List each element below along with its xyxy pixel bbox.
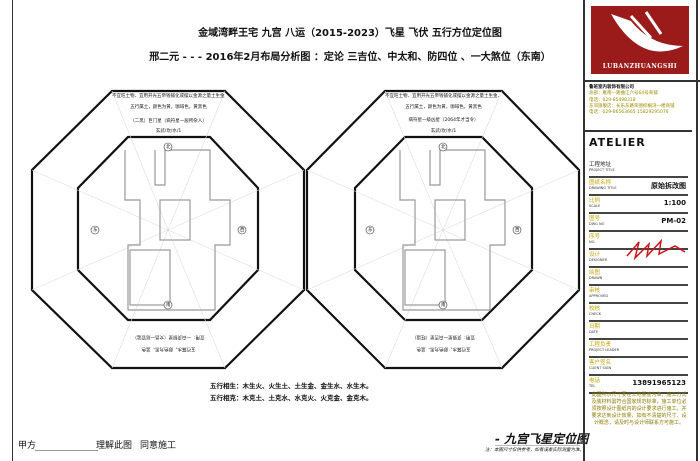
right-west-label: 西 (515, 228, 520, 233)
page-title: 金域湾畔王宅 九宫 八运（2015-2023）飞星 飞伏 五行方位定位图 (198, 28, 502, 39)
title-block-row: 设计 DESIGNER (589, 250, 688, 268)
row-label: 工程地址 (589, 162, 612, 168)
company-phone: 电话：029-85498318 (589, 97, 636, 103)
drawing-name: - 九宫飞星定位图 (495, 432, 589, 446)
row-label: 客户签名 (589, 360, 612, 366)
title-block-row: 电话 TEL 13891965123 (589, 376, 688, 394)
row-label: 序号 (589, 234, 601, 240)
title-block-row: 图纸名称 DRAWING TITLE 原始拆改图 (589, 178, 688, 196)
disclaimer-note: 此图所示尺寸要在工地量度为准，施工方式及装材料需符合国家规范标准，施工单位必须按… (591, 392, 687, 426)
party-a-signature-line[interactable] (35, 450, 98, 451)
row-label-en: NO. (589, 240, 596, 244)
right-band-text: 五行属土，颜色为黄，咖啡色，黄黑色 (405, 105, 482, 110)
row-label-en: PROJECT LEADER (589, 348, 620, 352)
title-block-row: 审核 APPROVED (589, 286, 688, 304)
row-label: 设计 (589, 252, 601, 258)
row-label-en: TEL (589, 384, 596, 388)
row-label: 图号 (589, 216, 601, 222)
right-band-text: 宜用：贪狼星一白吉星（旺运） (412, 334, 475, 339)
row-value: 1:100 (663, 199, 686, 207)
row-label-en: DRAWN (589, 276, 603, 280)
five-elements-overcoming: 五行相克：木克土、土克水、水克火、火克金、金克木。 (210, 394, 373, 402)
right-band-text: 五行属水，颜色为黑、蓝色 (416, 346, 471, 351)
left-band-text: 玄武/坎/水/1 (155, 129, 182, 134)
left-north-label: 北 (166, 145, 171, 150)
row-value: 原始拆改图 (651, 182, 686, 190)
understand-label: 理解此图 (96, 441, 133, 451)
title-block-row: 图号 DWG NO PM-02 (589, 214, 688, 232)
title-block-row: 工程负责 PROJECT LEADER (589, 340, 688, 358)
agree-label: 同意施工 (140, 441, 177, 451)
right-south-label: 南 (441, 303, 446, 308)
row-label: 电话 (589, 378, 601, 384)
row-label-en: DRAWING TITLE (589, 186, 617, 190)
company-logo: LUBANZHUANGSHI (591, 6, 689, 74)
title-block: LUBANZHUANGSHI 鲁班室内装饰有限公司 总部：雁南一路曲江六号64号… (583, 0, 700, 461)
title-block-row: 比例 SCALE 1:100 (589, 196, 688, 214)
row-label: 工程负责 (589, 342, 612, 348)
left-band-text: 宜用：一白贪狼星（文昌一居官运） (132, 334, 205, 339)
left-east-label: 东 (93, 228, 98, 233)
row-label: 校核 (589, 306, 601, 312)
title-block-row: 序号 NO. (589, 232, 688, 250)
bagua-diagram (30, 89, 581, 370)
row-label-en: PROJECT TITLE (589, 168, 615, 172)
row-label-en: SCALE (589, 204, 601, 208)
party-a-label: 甲方 (18, 441, 37, 451)
title-block-row: 日期 DATE (589, 322, 688, 340)
row-label: 绘图 (589, 270, 601, 276)
row-label-en: CLIENT SIGN (589, 366, 612, 370)
right-band-text: 不宜旺土物、宜用开光五帝钱铺化或摆以金源之量土生金、金生水。 (385, 94, 502, 99)
row-label-en: DESIGNER (589, 258, 608, 262)
atelier-label: ATELIER (589, 136, 646, 149)
page-subtitle: 邢二元 - - - 2016年2月布局分析图 ：定论 三吉位、中太和、防四位 、… (149, 52, 551, 63)
divider (585, 130, 692, 132)
row-value: PM-02 (661, 217, 686, 225)
row-label: 图纸名称 (589, 180, 612, 186)
row-label-en: DATE (589, 330, 599, 334)
designer-signature (626, 238, 686, 260)
drawing-frame-line (12, 0, 13, 461)
title-block-row: 绘图 DRAWN (589, 268, 688, 286)
logo-text: LUBANZHUANGSHI (602, 63, 678, 70)
left-south-label: 南 (166, 303, 171, 308)
company-phone: 电话：029-86563665 15829295076 (589, 110, 669, 116)
logo-mark-icon (611, 11, 683, 52)
title-block-row: 工程地址 PROJECT TITLE (589, 160, 688, 178)
title-underline (495, 445, 580, 446)
row-label-en: DWG NO (589, 222, 605, 226)
five-elements-generating: 五行相生：木生火、火生土、土生金、金生水、水生木。 (210, 382, 373, 390)
right-inner-octagon (353, 135, 534, 322)
right-east-label: 东 (368, 228, 373, 233)
company-address: 总部：雁南一路曲江六号64号商铺 (589, 91, 658, 97)
left-inner-octagon (76, 135, 260, 322)
row-label: 比例 (589, 198, 601, 204)
company-name: 鲁班室内装饰有限公司 (589, 85, 634, 90)
row-label-en: APPROVED (589, 294, 609, 298)
left-band-text: 五行属水，颜色为黑、蓝色 (141, 346, 196, 351)
left-band-text: （二黑）巨门星（病符星一居所杂人） (130, 119, 207, 124)
row-label: 日期 (589, 324, 601, 330)
footer-note: 注：本图尺寸仅供参考，如有误差实际测量为准。 (485, 448, 584, 453)
title-block-row: 校核 CHECK (589, 304, 688, 322)
title-block-row: 客户签名 CLIENT SIGN (589, 358, 688, 376)
right-north-label: 北 (441, 145, 446, 150)
left-band-text: 五行属土，颜色为黄，咖啡色，黄黑色 (130, 105, 207, 110)
company-info: 鲁班室内装饰有限公司 总部：雁南一路曲江六号64号商铺 电话：029-85498… (585, 80, 700, 119)
company-address: 东郊旗舰店：长乐东路荣德棕榈湾一楼商铺 (589, 103, 675, 109)
floor-plans (124, 149, 506, 311)
left-west-label: 西 (240, 228, 245, 233)
right-band-text: 玄武/坎/水/1 (430, 129, 457, 134)
row-value: 13891965123 (632, 379, 686, 387)
row-label-en: CHECK (589, 312, 602, 316)
left-band-text: 不宜旺土物、宜用开光五帝钱铺化或摆以金源之量土生金、金生水。 (112, 94, 225, 99)
sector-lines (31, 90, 580, 369)
row-label: 审核 (589, 288, 601, 294)
right-band-text: 病符星一级凶星（2064年才当令） (408, 118, 479, 123)
